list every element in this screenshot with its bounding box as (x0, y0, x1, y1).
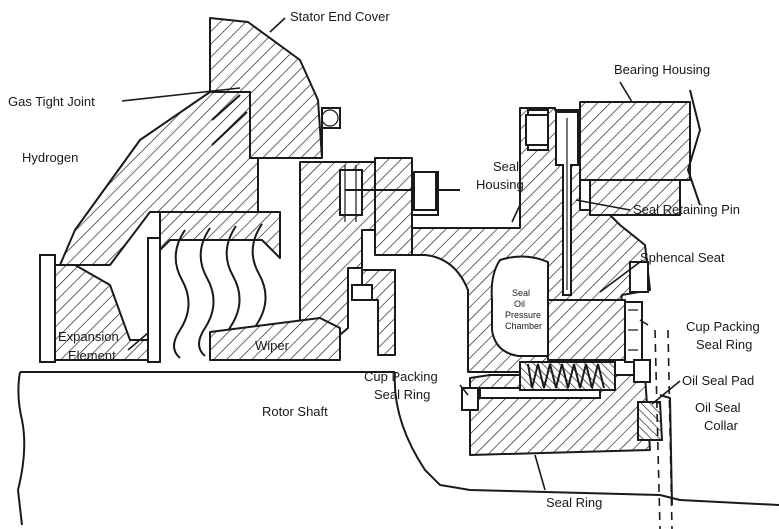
label-stator-end-cover: Stator End Cover (290, 9, 390, 24)
bearing-housing-shape (579, 89, 702, 216)
label-chamber-line3: Pressure (505, 310, 541, 320)
cup-packing-ring-right-shape (624, 301, 643, 363)
label-spherical-seat: Sphencal Seat (640, 250, 725, 265)
label-seal-housing-line1: Seal (493, 159, 519, 174)
label-wiper: Wiper (255, 338, 290, 353)
label-expansion-line2: Element (68, 348, 116, 363)
label-oil-seal-pad: Oil Seal Pad (682, 373, 754, 388)
label-cup-packing-right-line2: Seal Ring (696, 337, 752, 352)
seal-retaining-pin-shape (555, 111, 579, 296)
label-seal-housing-line2: Housing (476, 177, 524, 192)
oil-seal-pad-shape (637, 401, 664, 441)
leader-lines (121, 17, 681, 491)
label-chamber-line1: Seal (512, 288, 530, 298)
label-oil-seal-collar-line2: Collar (704, 418, 739, 433)
stator-end-cover-shape (59, 17, 341, 266)
diagram-labels: Stator End Cover Gas Tight Joint Hydroge… (8, 9, 760, 510)
oil-seal-collar-shape (654, 329, 673, 529)
label-expansion-line1: Expansion (58, 329, 119, 344)
wiper-carrier-shape (299, 161, 396, 356)
label-seal-retaining-pin: Seal Retaining Pin (633, 202, 740, 217)
label-chamber-line4: Chamber (505, 321, 542, 331)
rotor-shaft-shape (16, 371, 779, 526)
label-cup-packing-right-line1: Cup Packing (686, 319, 760, 334)
label-seal-ring: Seal Ring (546, 495, 602, 510)
label-cup-packing-left-line2: Seal Ring (374, 387, 430, 402)
expansion-housing-shape (39, 211, 281, 363)
label-gas-tight-joint: Gas Tight Joint (8, 94, 95, 109)
bolt-group (413, 114, 651, 383)
label-oil-seal-collar-line1: Oil Seal (695, 400, 741, 415)
label-chamber-line2: Oil (514, 299, 525, 309)
seal-ring-shape (469, 299, 651, 456)
label-rotor-shaft: Rotor Shaft (262, 404, 328, 419)
label-bearing-housing: Bearing Housing (614, 62, 710, 77)
label-hydrogen: Hydrogen (22, 150, 78, 165)
label-cup-packing-left-line1: Cup Packing (364, 369, 438, 384)
wiper-shape (209, 317, 341, 361)
